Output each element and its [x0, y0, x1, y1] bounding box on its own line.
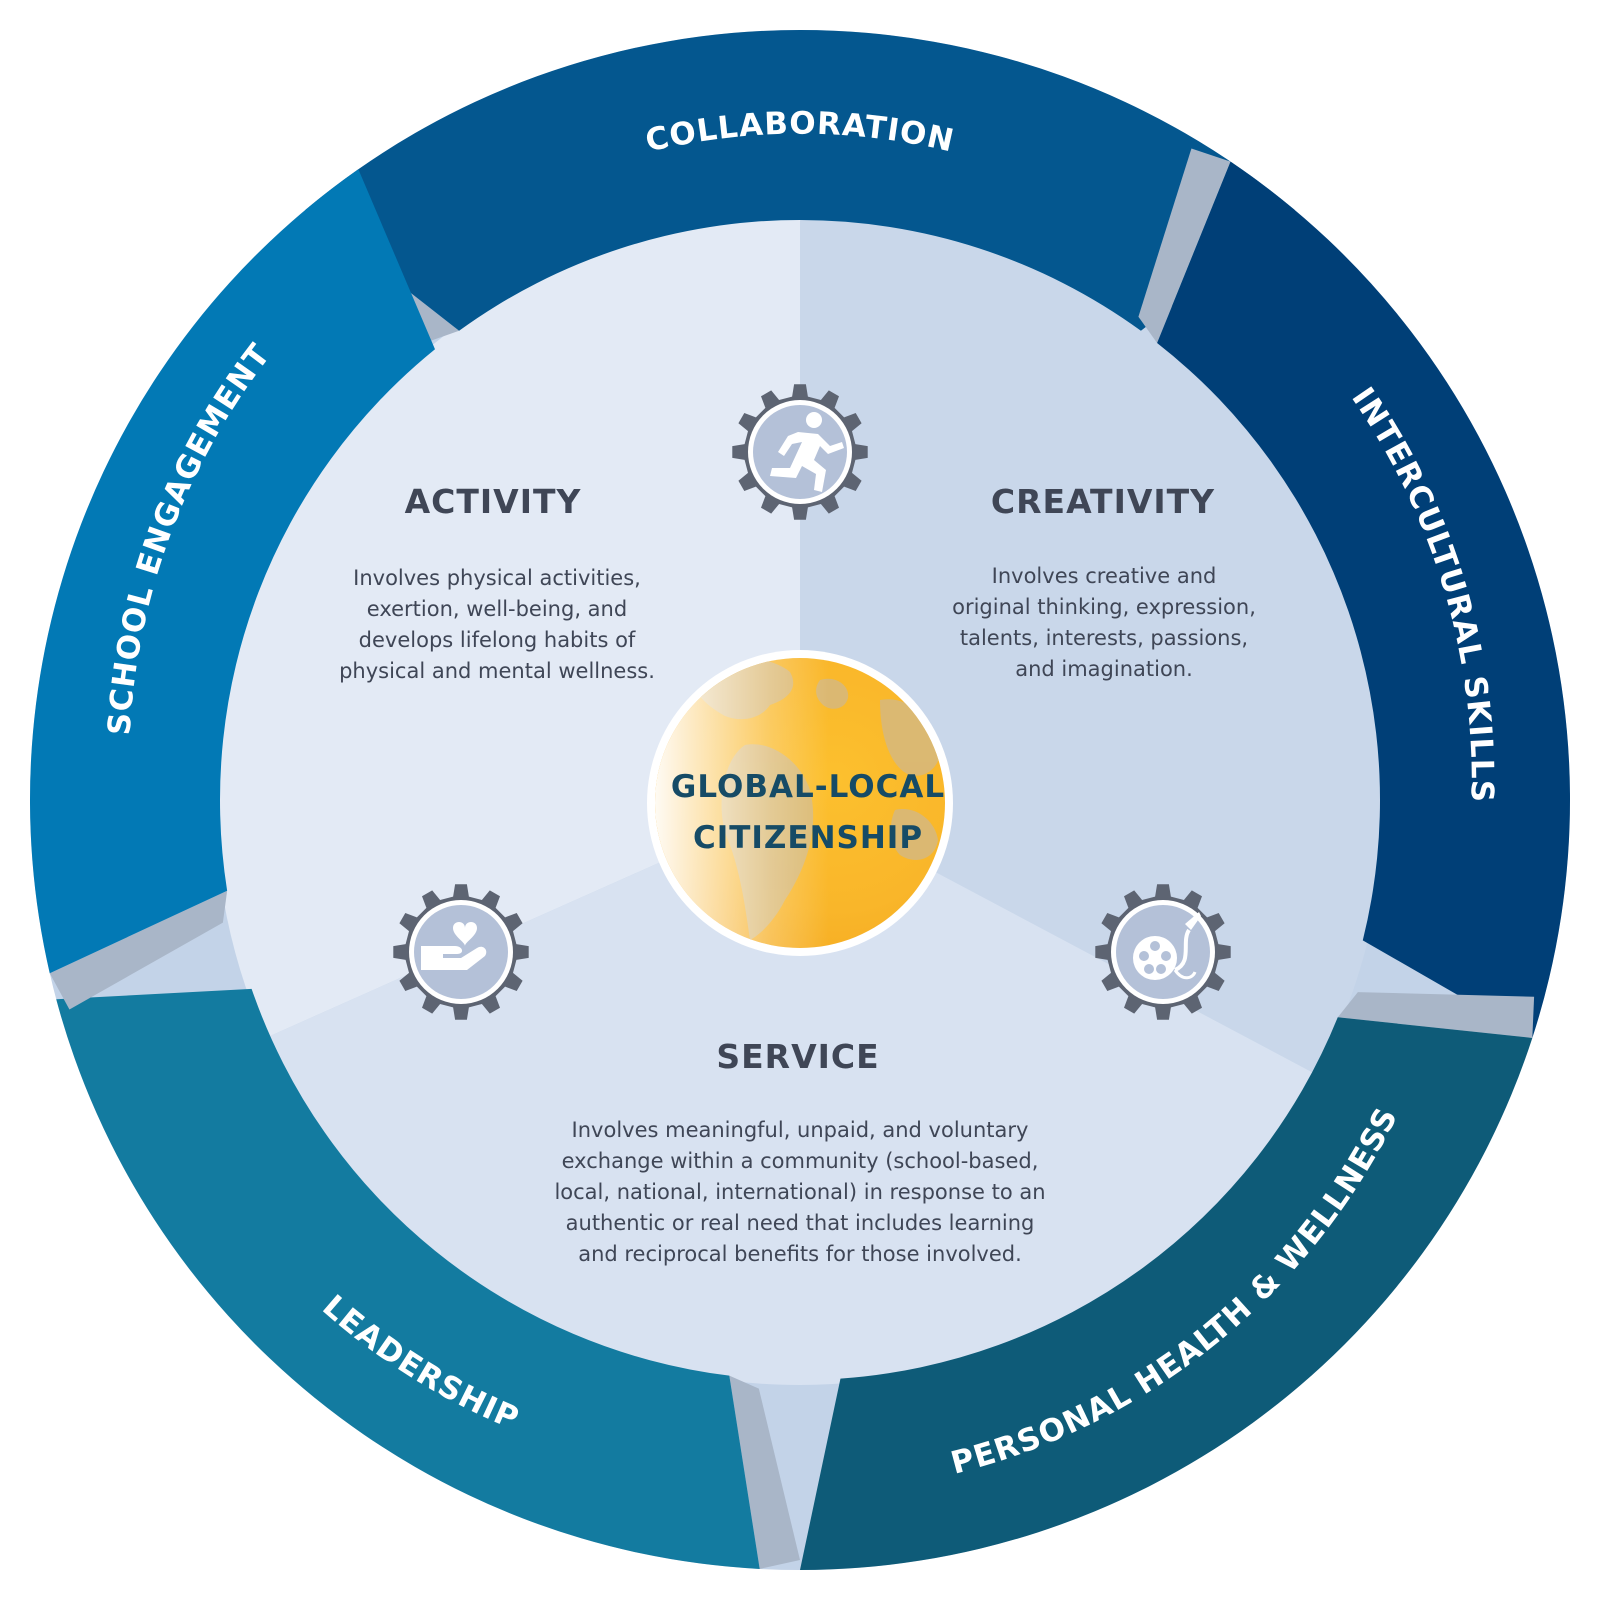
intercultural-skills-band [1157, 161, 1570, 1038]
service-desc-line: authentic or real need that includes lea… [566, 1211, 1035, 1235]
creativity-section: CREATIVITY Involves creative and origina… [952, 482, 1256, 681]
creativity-sector [800, 215, 1385, 1075]
service-desc-line: exchange within a community (school-base… [562, 1149, 1039, 1173]
service-desc-line: and reciprocal benefits for those involv… [578, 1242, 1022, 1266]
outer-ring [29, 29, 1570, 1570]
activity-desc-line: Involves physical activities, [353, 566, 641, 590]
school-engagement-band [29, 169, 435, 974]
creativity-desc-line: and imagination. [1015, 657, 1193, 681]
creativity-desc-line: talents, interests, passions, [960, 626, 1248, 650]
band-shadow [49, 890, 228, 1010]
activity-section: ACTIVITY Involves physical activities, e… [339, 482, 655, 683]
creativity-desc-line: Involves creative and [992, 564, 1217, 588]
film-reel-brush-icon [1133, 912, 1201, 980]
center-title-line-2: CITIZENSHIP [693, 820, 923, 856]
activity-desc-line: develops lifelong habits of [359, 628, 636, 652]
creativity-desc-line: original thinking, expression, [952, 595, 1256, 619]
activity-desc-line: physical and mental wellness. [339, 659, 655, 683]
activity-desc-line: exertion, well-being, and [367, 597, 627, 621]
leadership-band [56, 988, 760, 1569]
service-title: SERVICE [716, 1037, 879, 1076]
activity-title: ACTIVITY [405, 482, 582, 521]
personal-health-wellness-band [800, 1017, 1533, 1570]
service-desc-line: Involves meaningful, unpaid, and volunta… [572, 1118, 1029, 1142]
band-shadow [1337, 992, 1535, 1038]
creativity-title: CREATIVITY [991, 482, 1215, 521]
band-shadow [1138, 148, 1231, 343]
band-shadow [729, 1375, 800, 1569]
hand-heart-icon [421, 922, 487, 970]
service-section: SERVICE Involves meaningful, unpaid, and… [554, 1037, 1045, 1266]
center-title-line-1: GLOBAL-LOCAL [671, 769, 945, 805]
running-person-icon [770, 412, 844, 492]
collaboration-band [305, 29, 1295, 331]
globe: GLOBAL-LOCAL CITIZENSHIP [647, 650, 953, 956]
service-desc-line: local, national, international) in respo… [554, 1180, 1045, 1204]
